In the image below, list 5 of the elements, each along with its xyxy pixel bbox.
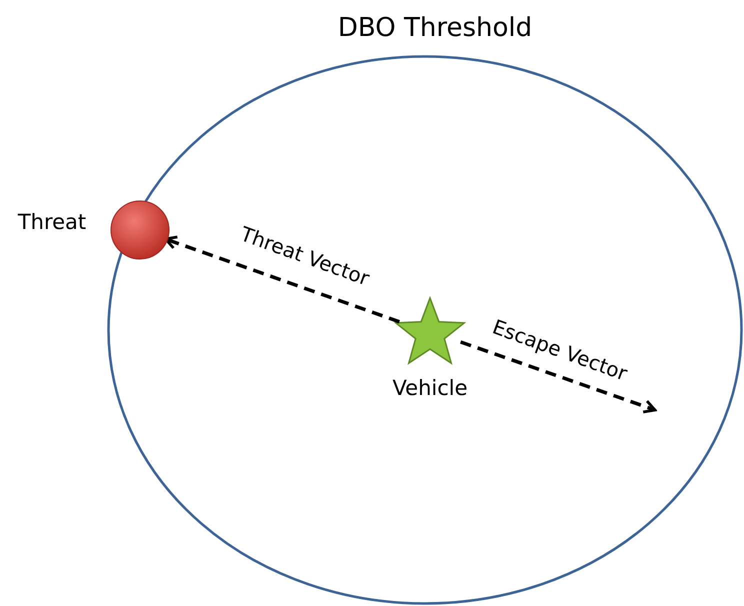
vector-arrow (460, 340, 656, 414)
vehicle-label: Vehicle (392, 376, 468, 400)
vector-arrow (164, 236, 400, 324)
threshold-label: DBO Threshold (338, 13, 532, 43)
threat-label: Threat (18, 210, 86, 234)
